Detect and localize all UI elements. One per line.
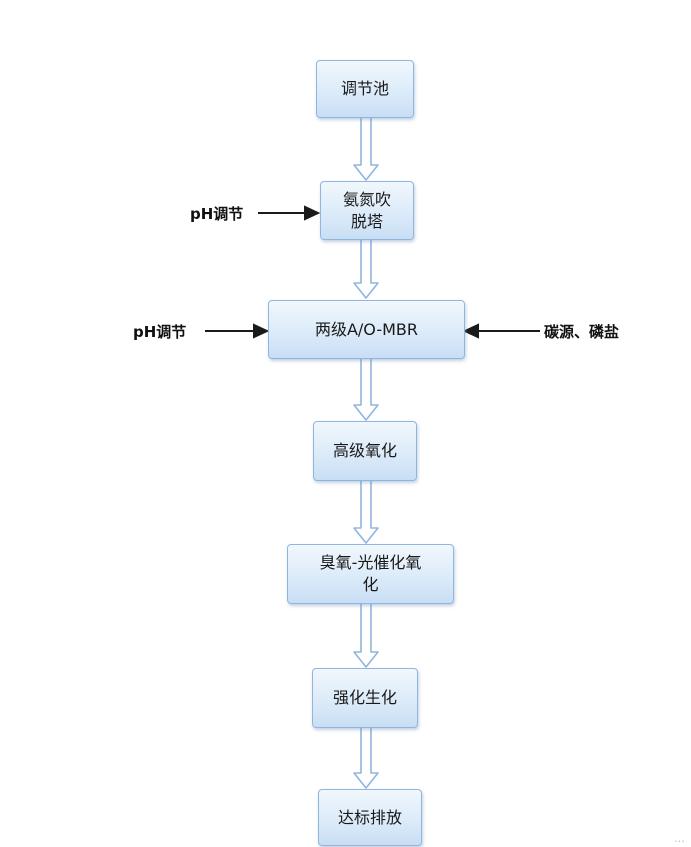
input-label-ph-top: pH调节 (190, 205, 244, 223)
flow-arrow-1 (353, 118, 379, 181)
flow-arrow-3 (353, 359, 379, 421)
node-label: 达标排放 (337, 807, 402, 827)
input-label-ph-mid: pH调节 (133, 323, 187, 341)
flow-arrow-5 (353, 604, 379, 668)
node-dabiaopaifang: 达标排放 (318, 789, 422, 846)
node-label: 高级氧化 (332, 441, 397, 460)
node-gaojiyanghua: 高级氧化 (313, 421, 417, 481)
flow-arrow-6 (353, 728, 379, 789)
node-qianghuashenghua: 强化生化 (312, 668, 418, 728)
node-label: 调节池 (340, 79, 389, 98)
node-tiaojiechi: 调节池 (316, 60, 414, 118)
watermark: … (674, 832, 685, 845)
node-label: 强化生化 (332, 688, 397, 707)
node-label: 臭氧-光催化氧 化 (319, 553, 422, 594)
input-label-carbon-phosphate: 碳源、磷盐 (544, 323, 620, 341)
node-label: 两级A/O-MBR (314, 319, 419, 339)
node-ao-mbr: 两级A/O-MBR (268, 300, 465, 359)
node-anqichuituota: 氨氮吹 脱塔 (320, 181, 414, 240)
flow-arrow-2 (353, 240, 379, 299)
flow-arrow-4 (353, 481, 379, 544)
node-chouyang-guangcuihua: 臭氧-光催化氧 化 (287, 544, 454, 604)
node-label: 氨氮吹 脱塔 (342, 189, 391, 231)
